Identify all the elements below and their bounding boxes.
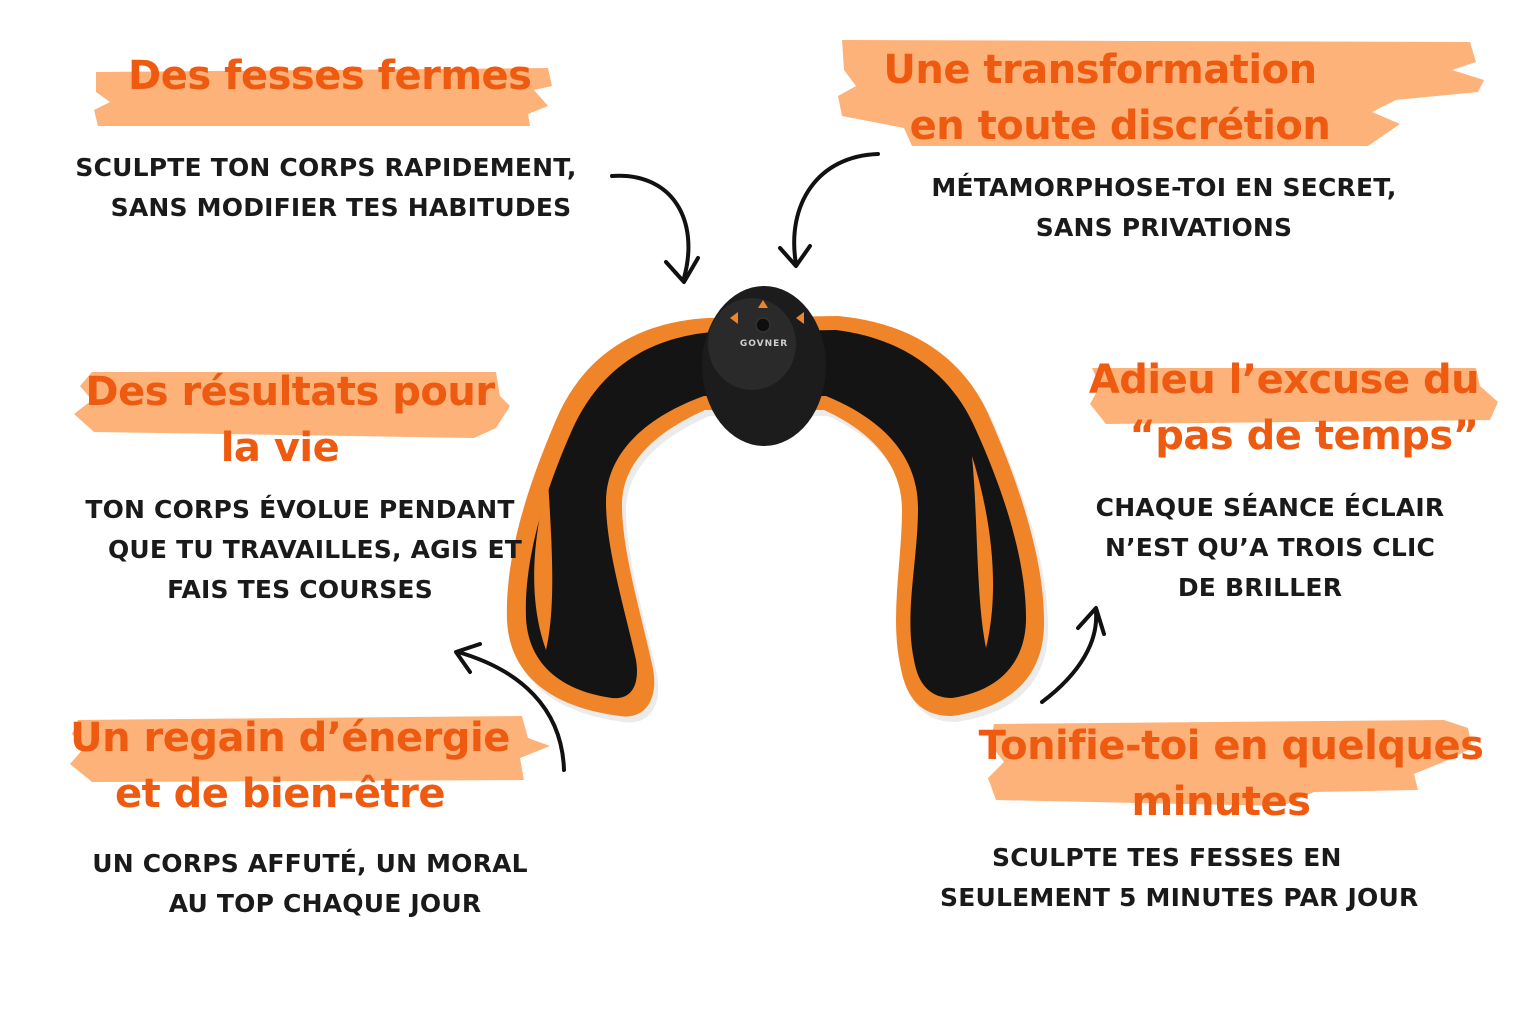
text-lasting-results: TON CORPS ÉVOLUE PENDANT QUE TU TRAVAILL… [85,495,522,604]
device-pad-groove-left [534,480,553,650]
heading-energy-wellbeing: Un regain d’énergie et de bien-être [70,715,510,817]
device-pad-body [525,330,1026,699]
text-no-time-excuse: CHAQUE SÉANCE ÉCLAIR N’EST QU’A TROIS CL… [1095,493,1445,602]
device-up-arrow-icon [758,300,768,308]
heading-tone-minutes: Tonifie-toi en quelques minutes [978,723,1484,825]
highlight-strokes [70,40,1498,806]
curved-arrow-icon [454,642,566,772]
heading-discreet-transformation: Une transformation en toute discrétion [883,47,1331,149]
text-energy-wellbeing: UN CORPS AFFUTÉ, UN MORAL AU TOP CHAQUE … [92,849,528,918]
text-tone-minutes: SCULPTE TES FESSES EN SEULEMENT 5 MINUTE… [940,843,1419,912]
device-pad-groove-right [972,456,994,648]
device-right-arrow-icon [796,312,804,324]
highlight-stroke [70,716,550,782]
heading-no-time-excuse: Adieu l’excuse du “pas de temps” [1088,357,1480,459]
heading-firm-buttocks: Des fesses fermes [128,53,532,99]
text-firm-buttocks: SCULPTE TON CORPS RAPIDEMENT, SANS MODIF… [75,153,577,222]
curved-arrow-icon [778,152,880,268]
highlight-stroke [988,720,1472,806]
curved-arrow-icon [610,173,700,284]
text-discreet-transformation: MÉTAMORPHOSE-TOI EN SECRET, SANS PRIVATI… [931,173,1397,242]
device-control-unit-highlight [708,298,796,390]
device-brand-label: GOVNER [740,339,788,349]
highlight-stroke [74,372,510,438]
device-power-button [755,317,771,333]
heading-lasting-results: Des résultats pour la vie [85,369,495,471]
highlight-stroke [838,40,1484,146]
arrows [454,152,1106,772]
curved-arrow-icon [1040,606,1106,704]
device-left-arrow-icon [730,312,738,324]
hip-trainer-device: GOVNER [506,286,1049,723]
highlight-stroke [94,68,552,126]
highlight-stroke [1090,368,1498,424]
